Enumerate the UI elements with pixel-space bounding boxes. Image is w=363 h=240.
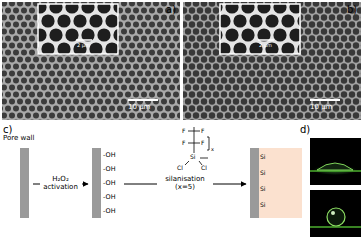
group-label: -OH (103, 152, 116, 159)
contact-angle-photo (310, 190, 361, 237)
scale-bar (258, 39, 274, 41)
sem-inset (220, 4, 300, 54)
pore-wall: Pore wall (20, 148, 29, 218)
atom-label: Si (190, 154, 195, 160)
sem-image (183, 2, 361, 120)
silane-structure (185, 127, 209, 165)
atom-label: F (201, 140, 204, 146)
group-label: -OH (103, 208, 116, 215)
edge-label: H₂O₂ activation (40, 176, 82, 191)
scale-label: 2 µm (77, 43, 90, 48)
droplet (327, 208, 345, 226)
panel-label: c) (3, 125, 12, 135)
surface-bar: -OH -OH -OH -OH -OH (92, 148, 120, 218)
group-label: -OH (103, 180, 116, 187)
scale-label: 2 µm (259, 43, 272, 48)
atom-label: Cl (177, 165, 183, 171)
sem-image (2, 2, 180, 120)
panel-label: b) (347, 5, 357, 15)
atom-label: F (182, 128, 185, 134)
group-label: -OH (103, 194, 116, 201)
node-heading: Pore wall (3, 135, 34, 142)
atom-label: F (182, 140, 185, 146)
group-label: Si (260, 154, 265, 160)
edge-label: silanisation (x=5) (157, 176, 213, 191)
panel-label: a) (166, 5, 176, 15)
group-label: Si (260, 186, 265, 192)
group-label: -OH (103, 166, 116, 173)
contact-angle-photo (310, 138, 361, 185)
surface-bar: SiSiSiSi (250, 148, 302, 218)
scale-label: 10 µm (128, 104, 150, 111)
sem-inset (38, 4, 118, 54)
group-label: Si (260, 170, 265, 176)
scale-bar (76, 39, 92, 41)
scale-bar (310, 99, 340, 101)
scale-bar (128, 99, 158, 101)
atom-label: F (201, 128, 204, 134)
group-label: Si (260, 202, 265, 208)
droplet (317, 163, 353, 170)
scale-label: 10 µm (310, 104, 332, 111)
panel-label: d) (300, 125, 310, 135)
atom-label: Cl (201, 165, 207, 171)
subscript-label: x (211, 147, 214, 152)
